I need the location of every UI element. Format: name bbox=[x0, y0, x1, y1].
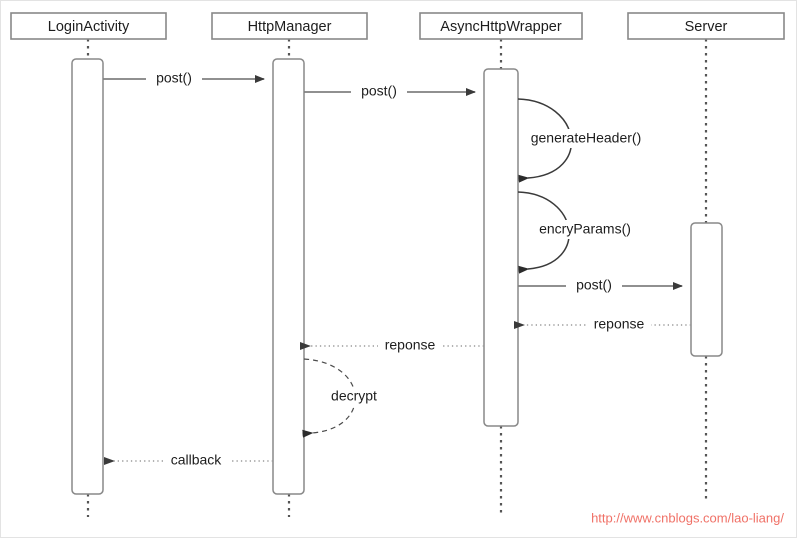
lifeline-box-loginactivity bbox=[10, 12, 167, 40]
lifeline-label-asynchttpwrapper: AsyncHttpWrapper bbox=[440, 19, 562, 35]
message-post-login-to-httpmanager[interactable]: post() bbox=[103, 69, 265, 88]
message-post-httpmanager-to-wrapper[interactable]: post() bbox=[304, 82, 476, 101]
message-label-backdrop bbox=[351, 82, 407, 101]
watermark-url: http://www.cnblogs.com/lao-liang/ bbox=[591, 510, 784, 525]
message-post-wrapper-to-server[interactable]: post() bbox=[518, 276, 683, 295]
activation-bar-httpmanager bbox=[272, 58, 305, 495]
lifeline-header-server[interactable]: Server bbox=[627, 12, 785, 40]
message-label-backdrop bbox=[520, 129, 653, 148]
message-reponse-wrapper-to-httpmanager[interactable]: reponse bbox=[300, 336, 484, 355]
message-label-backdrop bbox=[566, 276, 622, 295]
lifeline-label-loginactivity: LoginActivity bbox=[48, 19, 130, 35]
lifeline-header-httpmanager[interactable]: HttpManager bbox=[211, 12, 368, 40]
message-label-reponse-2: reponse bbox=[385, 337, 436, 353]
message-label-encryparams: encryParams() bbox=[539, 221, 631, 237]
message-label-backdrop bbox=[146, 69, 202, 88]
lifeline-box-server bbox=[627, 12, 785, 40]
message-label-backdrop bbox=[163, 451, 229, 470]
message-label-reponse-1: reponse bbox=[594, 316, 645, 332]
activation-bar-asynchttpwrapper bbox=[483, 68, 519, 427]
activation-bars bbox=[71, 58, 723, 495]
message-self-loop-path bbox=[302, 358, 356, 438]
lifeline-box-asynchttpwrapper bbox=[419, 12, 583, 40]
lifeline-lines bbox=[86, 39, 708, 517]
message-callback-httpmanager-to-login[interactable]: callback bbox=[104, 451, 273, 470]
message-label-backdrop bbox=[319, 387, 389, 406]
message-label-generateheader: generateHeader() bbox=[531, 130, 642, 146]
message-label-backdrop bbox=[527, 220, 643, 239]
lifeline-headers: LoginActivity HttpManager AsyncHttpWrapp… bbox=[10, 12, 785, 40]
activation-bar-server bbox=[690, 222, 723, 357]
message-label-callback: callback bbox=[171, 452, 223, 468]
message-label-post-2: post() bbox=[361, 83, 397, 99]
message-label-post-3: post() bbox=[576, 277, 612, 293]
message-label-backdrop bbox=[587, 315, 651, 334]
lifeline-header-asynchttpwrapper[interactable]: AsyncHttpWrapper bbox=[419, 12, 583, 40]
message-self-encryparams[interactable]: encryParams() bbox=[517, 191, 643, 274]
message-reponse-server-to-wrapper[interactable]: reponse bbox=[514, 315, 691, 334]
activation-bar-loginactivity bbox=[71, 58, 104, 495]
lifeline-box-httpmanager bbox=[211, 12, 368, 40]
lifeline-label-httpmanager: HttpManager bbox=[248, 19, 332, 35]
message-self-generateheader[interactable]: generateHeader() bbox=[517, 98, 653, 183]
message-label-backdrop bbox=[378, 336, 442, 355]
message-self-decrypt[interactable]: decrypt bbox=[302, 358, 389, 438]
message-label-post-1: post() bbox=[156, 70, 192, 86]
lifeline-header-loginactivity[interactable]: LoginActivity bbox=[10, 12, 167, 40]
lifeline-label-server: Server bbox=[685, 19, 728, 35]
message-label-decrypt: decrypt bbox=[331, 388, 377, 404]
